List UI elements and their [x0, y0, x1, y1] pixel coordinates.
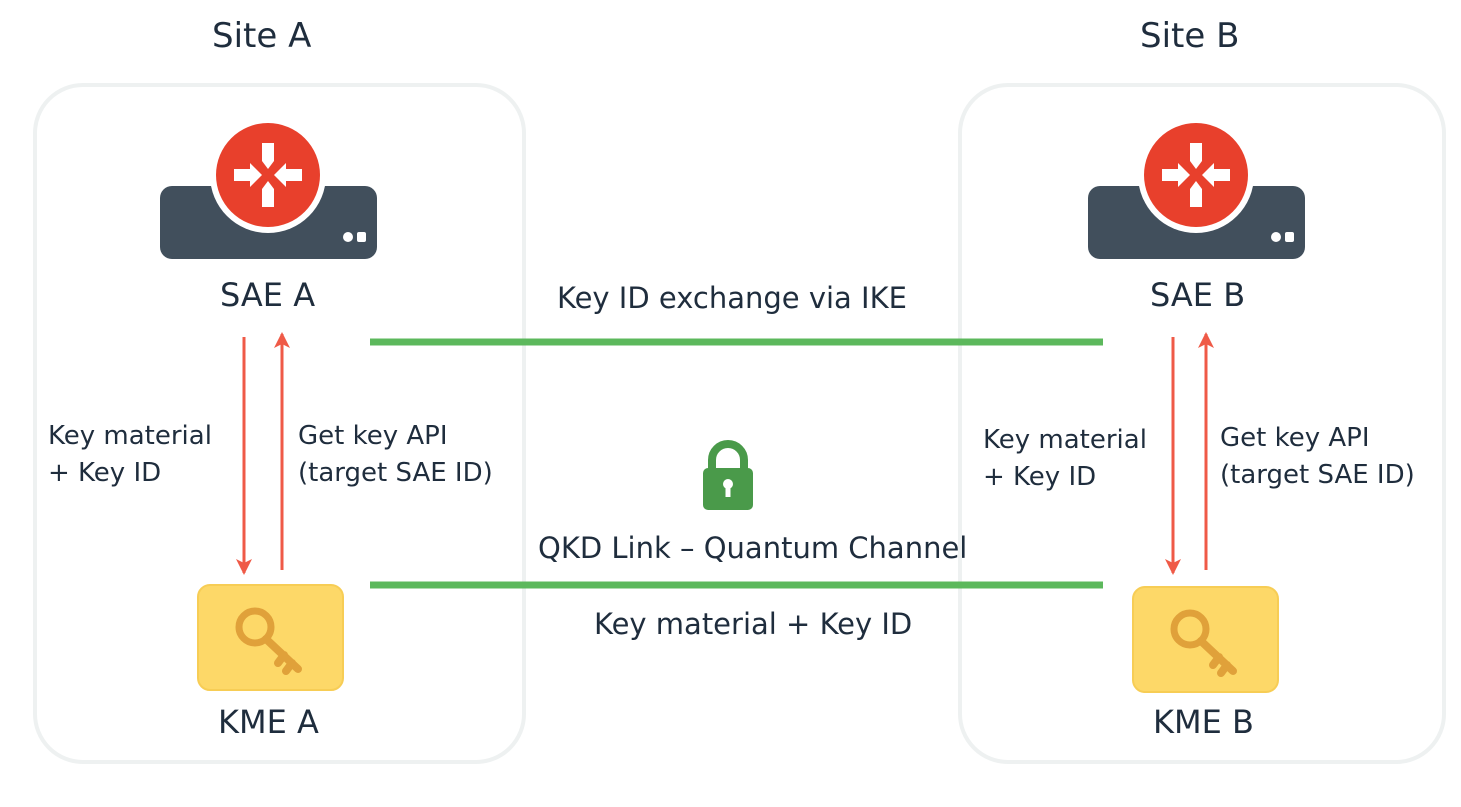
site-a-up-label: Get key API (target SAE ID) — [298, 418, 493, 492]
label-line: + Key ID — [48, 458, 162, 488]
label-line: Key material — [48, 421, 212, 451]
label-line: (target SAE ID) — [298, 458, 493, 488]
site-a-box — [33, 83, 526, 764]
label-line: Key material — [983, 425, 1147, 455]
label-line: Get key API — [298, 421, 448, 451]
site-b-down-label: Key material + Key ID — [983, 422, 1147, 496]
site-a-down-label: Key material + Key ID — [48, 418, 212, 492]
site-b-title: Site B — [1140, 16, 1240, 56]
sae-b-router-icon — [1088, 117, 1305, 259]
site-a-title: Site A — [212, 16, 312, 56]
sae-b-label: SAE B — [1150, 276, 1246, 314]
kme-b-key-icon — [1133, 587, 1278, 692]
qkd-link-sublabel: Key material + Key ID — [594, 607, 913, 641]
label-line: + Key ID — [983, 462, 1097, 492]
label-line: (target SAE ID) — [1220, 460, 1415, 490]
sae-a-label: SAE A — [220, 276, 316, 314]
ike-link-label: Key ID exchange via IKE — [557, 281, 907, 315]
qkd-link-label: QKD Link – Quantum Channel — [538, 531, 968, 565]
sae-a-router-icon — [160, 117, 377, 259]
label-line: Get key API — [1220, 423, 1370, 453]
site-b-up-label: Get key API (target SAE ID) — [1220, 420, 1415, 494]
site-b-box — [958, 83, 1446, 764]
kme-b-label: KME B — [1153, 703, 1254, 741]
lock-icon — [703, 440, 753, 510]
kme-a-label: KME A — [218, 703, 319, 741]
kme-a-key-icon — [198, 585, 343, 690]
